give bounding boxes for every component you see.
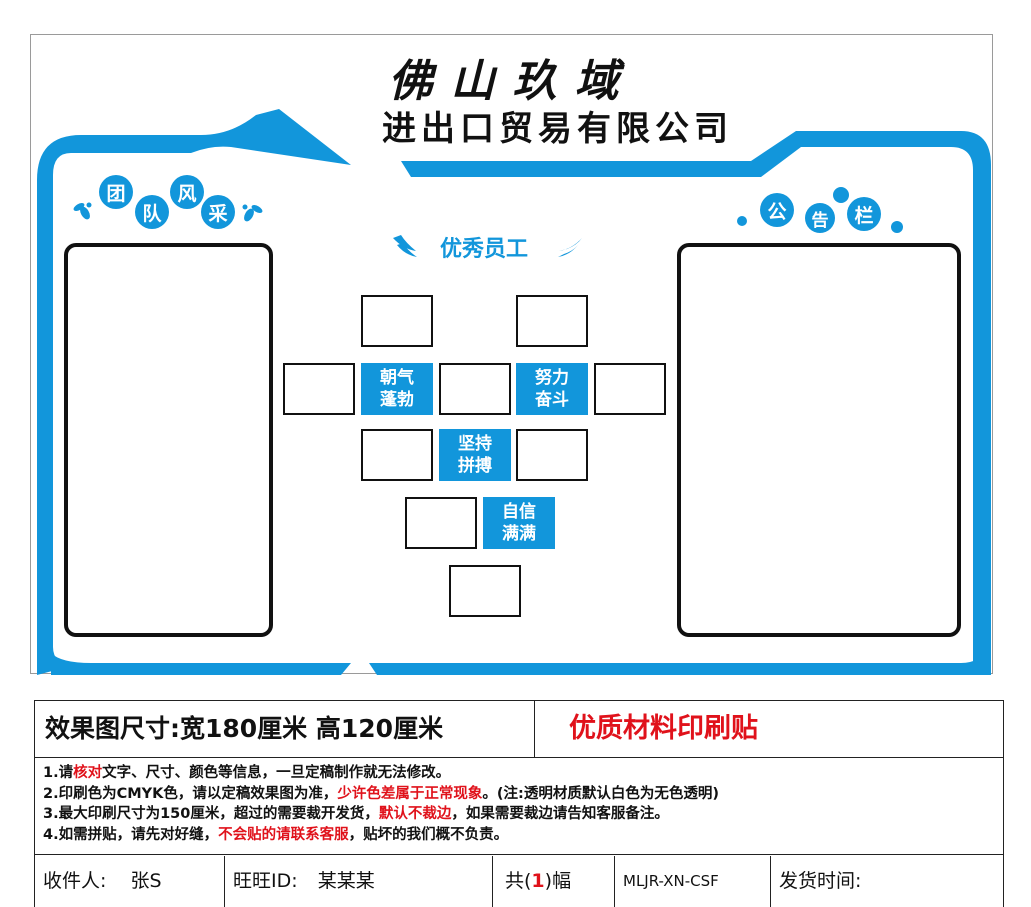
bottom-left-band: [51, 653, 351, 675]
flower-right-icon: [242, 204, 263, 222]
recipient-label: 收件人:: [43, 870, 107, 892]
team-char-4: 采: [201, 195, 235, 229]
motto-line: 满满: [502, 524, 536, 544]
note-text: 2.印刷色为CMYK色，请以定稿效果图为准，: [43, 785, 338, 802]
count-cell: 共(1)幅: [493, 856, 615, 907]
ship-time-label: 发货时间:: [779, 870, 862, 892]
wangwang-label: 旺旺ID:: [233, 870, 298, 892]
note-line: 1.请核对文字、尺寸、颜色等信息，一旦定稿制作就无法修改。: [43, 763, 1003, 784]
staff-photo-box: [361, 295, 433, 347]
motto-line: 朝气: [380, 368, 414, 388]
recipient-value: 张S: [130, 870, 162, 892]
motto-block: 坚持 拼搏: [439, 429, 511, 481]
motto-block: 自信 满满: [483, 497, 555, 549]
count-value: 1: [531, 870, 545, 892]
motto-line: 蓬勃: [380, 390, 414, 410]
staff-photo-box: [594, 363, 666, 415]
note-text: 1.请: [43, 765, 74, 781]
print-notes: 1.请核对文字、尺寸、颜色等信息，一旦定稿制作就无法修改。2.印刷色为CMYK色…: [35, 759, 1003, 855]
note-text: 3.最大印刷尺寸为150厘米，超过的需要裁开发货，: [43, 806, 379, 822]
quality-label: 优质材料印刷贴: [569, 713, 758, 744]
order-info-row: 收件人: 张S 旺旺ID: 某某某 共(1)幅 MLJR-XN-CSF 发货时间…: [35, 856, 1003, 907]
staff-photo-box: [361, 429, 433, 481]
note-text: 4.如需拼贴，请先对好缝，: [43, 826, 219, 843]
motto-line: 奋斗: [535, 390, 569, 410]
company-name-line1: 佛山玖域: [388, 56, 637, 107]
print-info-table: 效果图尺寸:宽180厘米 高120厘米 优质材料印刷贴 1.请核对文字、尺寸、颜…: [34, 700, 1004, 907]
staff-photo-box: [516, 429, 588, 481]
notice-board-panel: [677, 243, 961, 637]
staff-photo-box: [516, 295, 588, 347]
motto-line: 拼搏: [458, 456, 492, 476]
design-board: 佛山玖域 进出口贸易有限公司 团 队 风 采 公 告 栏 优秀员工 朝气 蓬勃 …: [30, 34, 993, 675]
staff-photo-box: [405, 497, 477, 549]
team-char-1: 团: [99, 175, 133, 209]
motto-line: 自信: [502, 502, 536, 522]
flower-left-icon: [73, 202, 92, 220]
note-highlight: 少许色差属于正常现象: [337, 785, 483, 802]
team-photo-panel: [64, 243, 273, 637]
wing-right-icon: [558, 238, 582, 257]
team-char-2: 队: [135, 195, 169, 229]
wangwang-value: 某某某: [317, 870, 375, 892]
company-name-line2: 进出口贸易有限公司: [382, 109, 733, 149]
note-text: ，如果需要裁边请告知客服备注。: [451, 806, 669, 822]
note-text: 。(注:透明材质默认白色为无色透明): [482, 785, 719, 802]
count-suffix: )幅: [544, 870, 572, 892]
note-text: ，贴坏的我们概不负责。: [348, 826, 509, 843]
staff-photo-box: [449, 565, 521, 617]
wing-left-icon: [393, 235, 417, 257]
motto-line: 坚持: [458, 434, 492, 454]
note-highlight: 不会贴的请联系客服: [218, 826, 349, 843]
note-line: 3.最大印刷尺寸为150厘米，超过的需要裁开发货，默认不裁边，如果需要裁边请告知…: [43, 804, 1003, 825]
note-text: 文字、尺寸、颜色等信息，一旦定稿制作就无法修改。: [102, 765, 451, 781]
team-char-3: 风: [170, 175, 204, 209]
count-prefix: 共(: [505, 870, 532, 892]
design-size-text: 效果图尺寸:宽180厘米 高120厘米: [35, 701, 535, 757]
product-code: MLJR-XN-CSF: [623, 872, 719, 890]
notice-char-2: 告: [805, 203, 835, 233]
ship-time-cell: 发货时间:: [771, 856, 1003, 907]
note-highlight: 核对: [73, 765, 103, 781]
section-title-excellent-staff: 优秀员工: [439, 237, 528, 262]
note-highlight: 默认不裁边: [378, 806, 452, 822]
bottom-right-band: [369, 647, 985, 675]
note-line: 4.如需拼贴，请先对好缝，不会贴的请联系客服，贴坏的我们概不负责。: [43, 825, 1003, 846]
blue-frame-graphic: [37, 109, 991, 675]
notice-char-3: 栏: [847, 197, 881, 231]
notice-char-1: 公: [760, 193, 794, 227]
wangwang-cell: 旺旺ID: 某某某: [225, 856, 493, 907]
recipient-cell: 收件人: 张S: [35, 856, 225, 907]
product-code-cell: MLJR-XN-CSF: [615, 856, 771, 907]
staff-photo-box: [439, 363, 511, 415]
note-line: 2.印刷色为CMYK色，请以定稿效果图为准，少许色差属于正常现象。(注:透明材质…: [43, 784, 1003, 805]
notice-dot-top: [833, 187, 849, 203]
info-header-row: 效果图尺寸:宽180厘米 高120厘米 优质材料印刷贴: [35, 701, 1003, 758]
motto-block: 朝气 蓬勃: [361, 363, 433, 415]
notice-dot-right: [891, 221, 903, 233]
motto-block: 努力 奋斗: [516, 363, 588, 415]
staff-photo-box: [283, 363, 355, 415]
motto-line: 努力: [535, 368, 569, 388]
notice-dot-left: [737, 216, 747, 226]
